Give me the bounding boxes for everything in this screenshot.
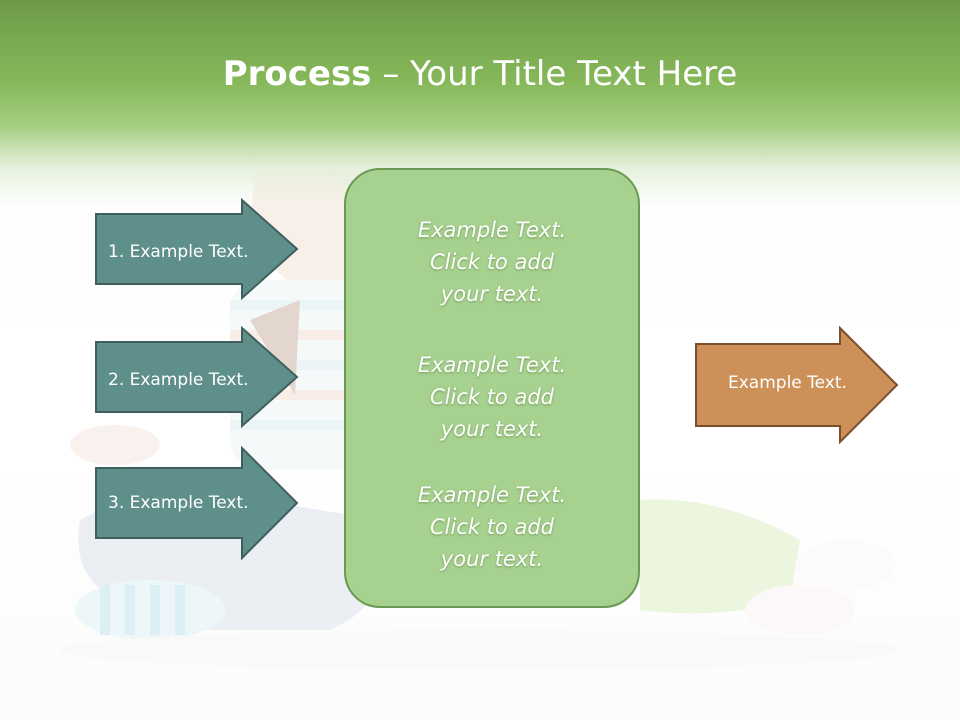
step-label-1: 1. Example Text.	[108, 242, 249, 262]
arrow-shape	[95, 446, 299, 560]
result-arrow[interactable]: Example Text.	[694, 326, 900, 444]
arrow-shape	[95, 326, 299, 428]
slide-title: Process – Your Title Text Here	[0, 52, 960, 96]
step-arrow-3[interactable]: 3. Example Text.	[94, 446, 300, 560]
step-label-2: 2. Example Text.	[108, 370, 249, 390]
title-rest: – Your Title Text Here	[371, 54, 738, 94]
arrow-shape	[95, 198, 299, 300]
step-arrow-1[interactable]: 1. Example Text.	[94, 198, 300, 300]
center-content-box[interactable]: Example Text. Click to add your text. Ex…	[344, 168, 640, 608]
result-label: Example Text.	[728, 373, 847, 393]
center-text-2: Example Text. Click to add your text.	[417, 353, 567, 441]
arrow-shape	[695, 326, 899, 444]
center-text-1: Example Text. Click to add your text.	[417, 218, 567, 306]
center-text-3: Example Text. Click to add your text.	[417, 483, 567, 571]
title-bold: Process	[222, 54, 372, 94]
step-label-3: 3. Example Text.	[108, 493, 249, 513]
step-arrow-2[interactable]: 2. Example Text.	[94, 326, 300, 428]
